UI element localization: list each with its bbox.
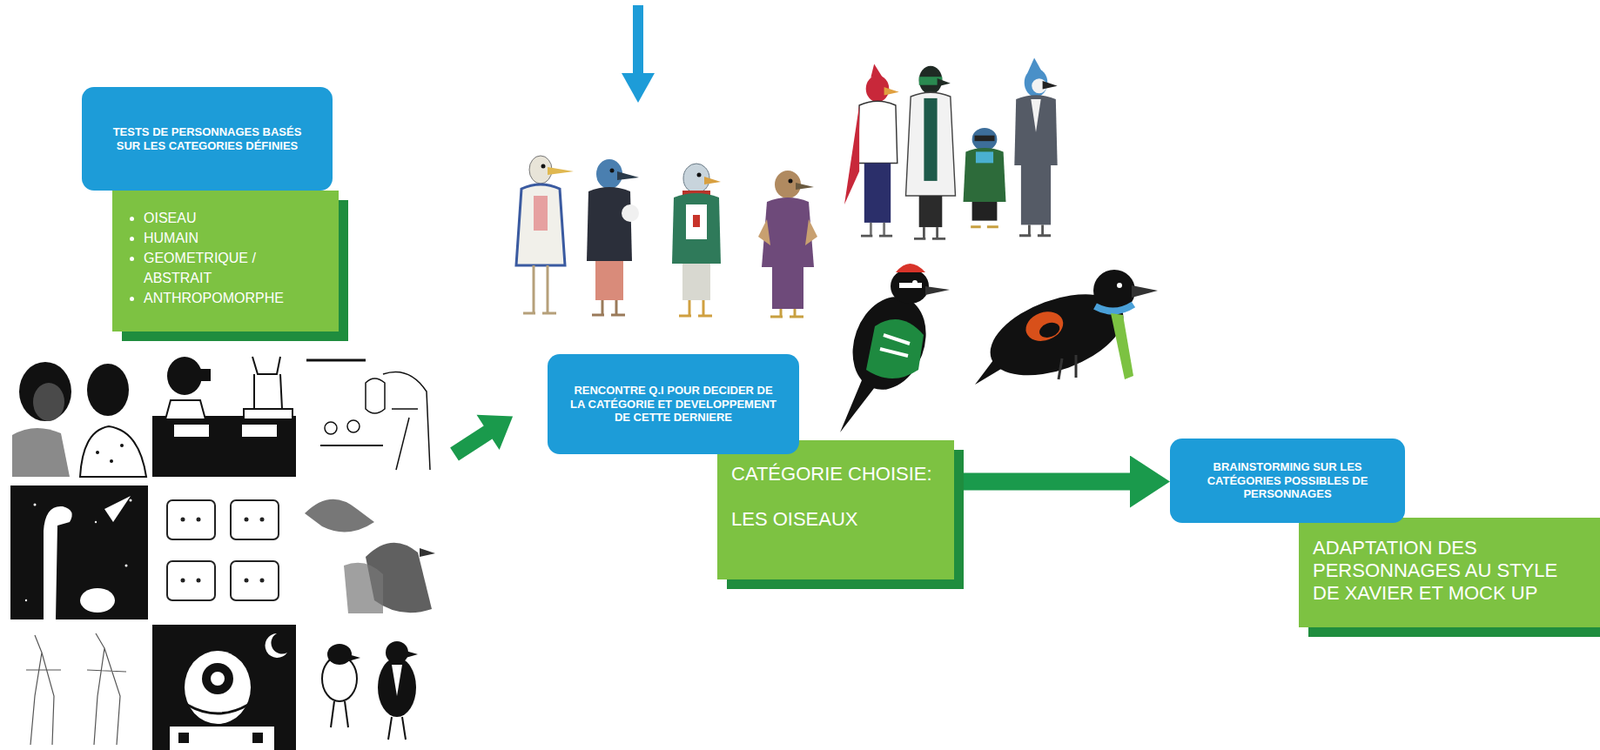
node-text: ADAPTATION DES PERSONNAGES AU STYLE DE X…: [1312, 537, 1585, 606]
result-box: ADAPTATION DES PERSONNAGES AU STYLE DE X…: [1298, 517, 1600, 628]
list-item: GEOMETRIQUE / ABSTRAIT: [143, 248, 327, 289]
list-item: OISEAU: [143, 208, 327, 229]
result-box: CATÉGORIE CHOISIE: LES OISEAUX: [717, 440, 955, 580]
step-header: RENCONTRE Q.I POUR DECIDER DE LA CATÉGOR…: [547, 354, 800, 455]
green-arrow: [443, 398, 525, 472]
bird-characters: [840, 58, 1158, 434]
blue-arrow: [621, 5, 655, 103]
bird-characters: [516, 155, 818, 317]
category-list-box: OISEAUHUMAINGEOMETRIQUE / ABSTRAITANTHRO…: [112, 190, 339, 332]
node-text: RENCONTRE Q.I POUR DECIDER DE LA CATÉGOR…: [566, 383, 780, 425]
sketch-grid: [10, 351, 439, 750]
bullet-list: OISEAUHUMAINGEOMETRIQUE / ABSTRAITANTHRO…: [126, 208, 327, 309]
list-item: ANTHROPOMORPHE: [143, 288, 327, 309]
node-text: TESTS DE PERSONNAGES BASÉS SUR LES CATEG…: [100, 125, 314, 153]
flow-arrow: [954, 473, 1130, 491]
step-header: TESTS DE PERSONNAGES BASÉS SUR LES CATEG…: [81, 87, 333, 191]
step-header: BRAINSTORMING SUR LES CATÉGORIES POSSIBL…: [1169, 438, 1406, 524]
node-text: BRAINSTORMING SUR LES CATÉGORIES POSSIBL…: [1189, 460, 1386, 502]
node-text: LES OISEAUX: [731, 508, 941, 532]
list-item: HUMAIN: [143, 228, 327, 249]
node-text: CATÉGORIE CHOISIE:: [731, 463, 941, 486]
